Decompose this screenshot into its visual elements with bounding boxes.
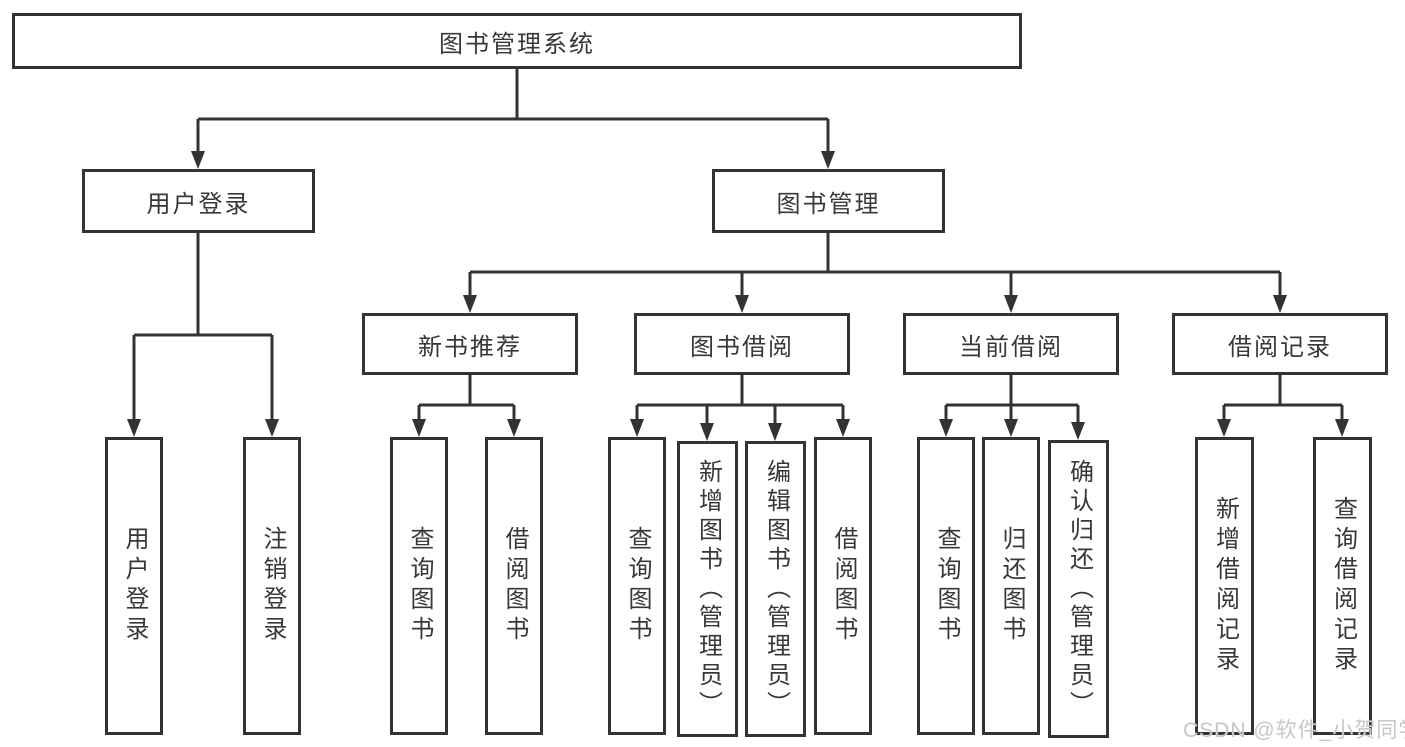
connector-book-borrow-to-leaves bbox=[635, 375, 845, 425]
leaf-query-borrow-record: 查询借阅记录 bbox=[1313, 437, 1372, 735]
leaf-borrow-books-recommend: 借阅图书 bbox=[485, 437, 543, 735]
arrowhead-icon bbox=[463, 295, 477, 313]
arrowhead-icon bbox=[836, 419, 850, 437]
connector-user-login-to-leaves bbox=[132, 233, 274, 421]
leaf-user-login: 用户登录 bbox=[105, 437, 163, 735]
node-book-management: 图书管理 bbox=[712, 169, 945, 233]
leaf-add-borrow-record: 新增借阅记录 bbox=[1195, 437, 1254, 735]
node-current-borrow: 当前借阅 bbox=[903, 313, 1119, 375]
arrowhead-icon bbox=[1273, 295, 1287, 313]
connector-new-book-recommend-to-leaves bbox=[417, 375, 516, 421]
node-user-login: 用户登录 bbox=[82, 169, 315, 233]
arrowhead-icon bbox=[191, 151, 205, 169]
arrowhead-icon bbox=[507, 419, 521, 437]
node-root-library-management-system: 图书管理系统 bbox=[12, 13, 1022, 69]
arrowhead-icon bbox=[700, 423, 714, 441]
arrowhead-icon bbox=[1071, 422, 1085, 440]
arrowhead-icon bbox=[821, 151, 835, 169]
arrowhead-icon bbox=[768, 423, 782, 441]
arrowhead-icon bbox=[1004, 295, 1018, 313]
leaf-borrow-books: 借阅图书 bbox=[814, 437, 872, 735]
arrowhead-icon bbox=[939, 419, 953, 437]
leaf-logout-login: 注销登录 bbox=[243, 437, 301, 735]
arrowhead-icon bbox=[1335, 419, 1349, 437]
connector-borrow-records-to-leaves bbox=[1222, 375, 1344, 421]
leaf-query-books-borrow: 查询图书 bbox=[608, 437, 666, 735]
node-book-borrow: 图书借阅 bbox=[634, 313, 850, 375]
node-borrow-records: 借阅记录 bbox=[1172, 313, 1388, 375]
connector-root-to-level2 bbox=[196, 69, 830, 153]
connector-current-borrow-to-leaves bbox=[944, 375, 1080, 424]
arrowhead-icon bbox=[1004, 419, 1018, 437]
leaf-add-books-admin: 新增图书（管理员） bbox=[677, 441, 738, 737]
connector-book-management-to-level3 bbox=[468, 233, 1282, 297]
leaf-confirm-return-admin: 确认归还（管理员） bbox=[1048, 440, 1109, 738]
arrowhead-icon bbox=[127, 419, 141, 437]
csdn-watermark: CSDN @软件_小贺同学 bbox=[1183, 719, 1405, 742]
leaf-query-books-recommend: 查询图书 bbox=[390, 437, 448, 735]
arrowhead-icon bbox=[735, 295, 749, 313]
arrowheads bbox=[127, 151, 1349, 441]
arrowhead-icon bbox=[265, 419, 279, 437]
leaf-query-books-current: 查询图书 bbox=[917, 437, 975, 735]
leaf-edit-books-admin: 编辑图书（管理员） bbox=[745, 441, 806, 737]
arrowhead-icon bbox=[412, 419, 426, 437]
arrowhead-icon bbox=[630, 419, 644, 437]
arrowhead-icon bbox=[1217, 419, 1231, 437]
leaf-return-books: 归还图书 bbox=[982, 437, 1040, 735]
node-new-book-recommend: 新书推荐 bbox=[362, 313, 578, 375]
